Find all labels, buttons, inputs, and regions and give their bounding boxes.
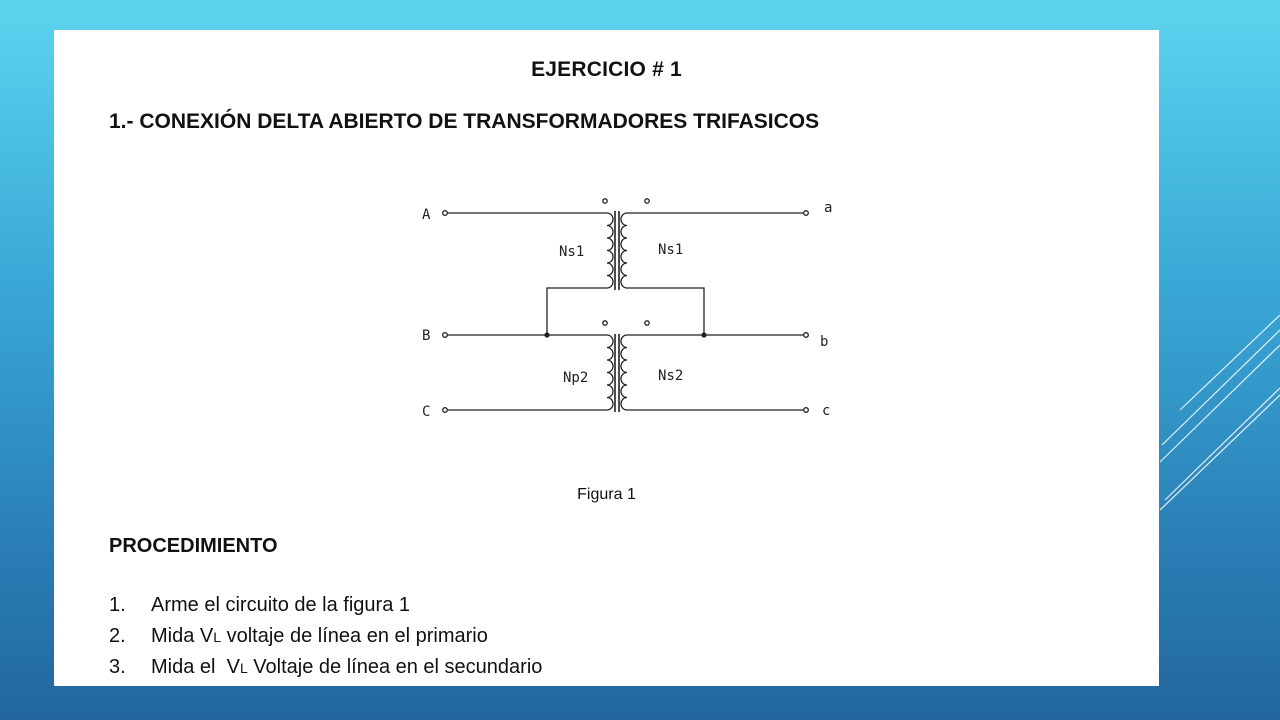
step-number: 3. bbox=[109, 656, 126, 678]
terminal-label-c: c bbox=[822, 403, 830, 419]
bottom-primary-polarity-dot bbox=[602, 320, 608, 326]
step-text: Arme el circuito de la figura 1 bbox=[151, 594, 411, 616]
step-text-suffix: voltaje de línea en el primario bbox=[221, 625, 488, 647]
terminal-label-b: b bbox=[820, 334, 828, 350]
bottom-primary-coil bbox=[606, 334, 614, 411]
top-secondary-polarity-dot bbox=[644, 198, 650, 204]
list-item: 1. Arme el circuito de la figura 1 bbox=[109, 590, 542, 621]
bottom-secondary-coil bbox=[620, 334, 628, 411]
figure-caption: Figura 1 bbox=[577, 486, 636, 503]
terminal-a bbox=[803, 210, 809, 216]
step-subscript: L bbox=[239, 660, 248, 676]
terminal-b bbox=[803, 332, 809, 338]
section-subtitle: 1.- CONEXIÓN DELTA ABIERTO DE TRANSFORMA… bbox=[109, 110, 820, 133]
junction-secondary-b bbox=[701, 332, 707, 338]
list-item: 2. Mida VL voltaje de línea en el primari… bbox=[109, 621, 542, 652]
terminal-label-C: C bbox=[422, 404, 430, 420]
terminal-label-a: a bbox=[824, 200, 832, 216]
terminal-label-B: B bbox=[422, 328, 430, 344]
winding-label-top-secondary: Ns1 bbox=[658, 242, 683, 258]
page-title: EJERCICIO # 1 bbox=[531, 58, 682, 81]
winding-label-bottom-primary: Np2 bbox=[563, 370, 588, 386]
procedure-list: 1. Arme el circuito de la figura 1 2. Mida… bbox=[109, 590, 542, 683]
transformer-circuit-diagram: A B C a b c Ns1 Ns1 Np2 Ns2 bbox=[422, 198, 832, 420]
step-text-prefix: Mida V bbox=[151, 625, 214, 647]
terminal-C bbox=[442, 407, 448, 413]
top-primary-coil bbox=[606, 212, 614, 289]
bottom-secondary-polarity-dot bbox=[644, 320, 650, 326]
step-subscript: L bbox=[213, 629, 222, 645]
step-text-prefix: Mida el V bbox=[151, 656, 240, 678]
terminal-A bbox=[442, 210, 448, 216]
top-secondary-coil bbox=[620, 212, 628, 289]
document-sheet: EJERCICIO # 1 1.- CONEXIÓN DELTA ABIERTO… bbox=[54, 30, 1159, 686]
step-number: 2. bbox=[109, 625, 126, 647]
link-secondary-top-to-b bbox=[627, 287, 705, 335]
link-primary-top-to-b bbox=[546, 287, 607, 335]
winding-label-top-primary: Ns1 bbox=[559, 244, 584, 260]
terminal-c bbox=[803, 407, 809, 413]
step-text-suffix: Voltaje de línea en el secundario bbox=[247, 656, 543, 678]
top-primary-polarity-dot bbox=[602, 198, 608, 204]
terminal-B bbox=[442, 332, 448, 338]
list-item: 3. Mida el VL Voltaje de línea en el secu… bbox=[109, 652, 542, 683]
terminal-label-A: A bbox=[422, 207, 431, 223]
winding-label-bottom-secondary: Ns2 bbox=[658, 368, 683, 384]
procedure-heading: PROCEDIMIENTO bbox=[109, 535, 278, 557]
junction-primary-b bbox=[544, 332, 550, 338]
step-number: 1. bbox=[109, 594, 126, 616]
